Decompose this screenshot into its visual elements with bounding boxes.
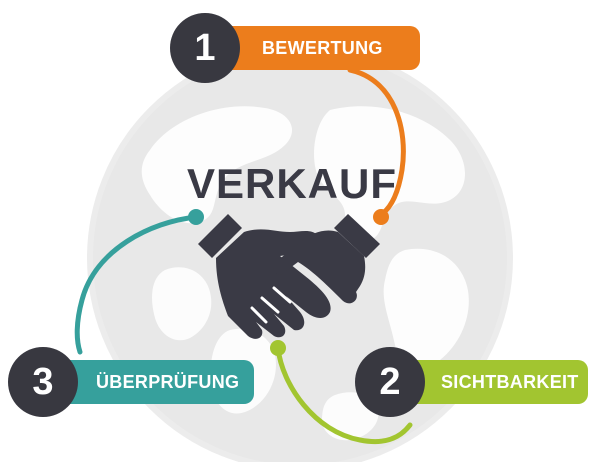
- connector-bewertung: [347, 67, 406, 225]
- step-text-bewertung: BEWERTUNG: [262, 37, 383, 58]
- connector-sichtbarkeit: [270, 340, 413, 445]
- step-label-sichtbarkeit: SICHTBARKEIT: [395, 360, 588, 404]
- step-sichtbarkeit: SICHTBARKEIT 2: [355, 347, 590, 417]
- step-label-ueberpruefung: ÜBERPRÜFUNG: [46, 360, 254, 404]
- step-text-sichtbarkeit: SICHTBARKEIT: [441, 371, 579, 392]
- diagram-title: VERKAUF: [186, 160, 397, 207]
- handshake-icon: [198, 214, 380, 339]
- step-number-1-badge: 1: [170, 13, 240, 83]
- step-ueberpruefung: ÜBERPRÜFUNG 3: [8, 347, 258, 417]
- step-number-3-badge: 3: [8, 347, 78, 417]
- connector-ueberpruefung: [74, 209, 204, 355]
- step-bewertung: BEWERTUNG 1: [170, 13, 420, 83]
- step-text-ueberpruefung: ÜBERPRÜFUNG: [96, 371, 240, 392]
- step-label-bewertung: BEWERTUNG: [210, 26, 420, 70]
- step-number-2-badge: 2: [355, 347, 425, 417]
